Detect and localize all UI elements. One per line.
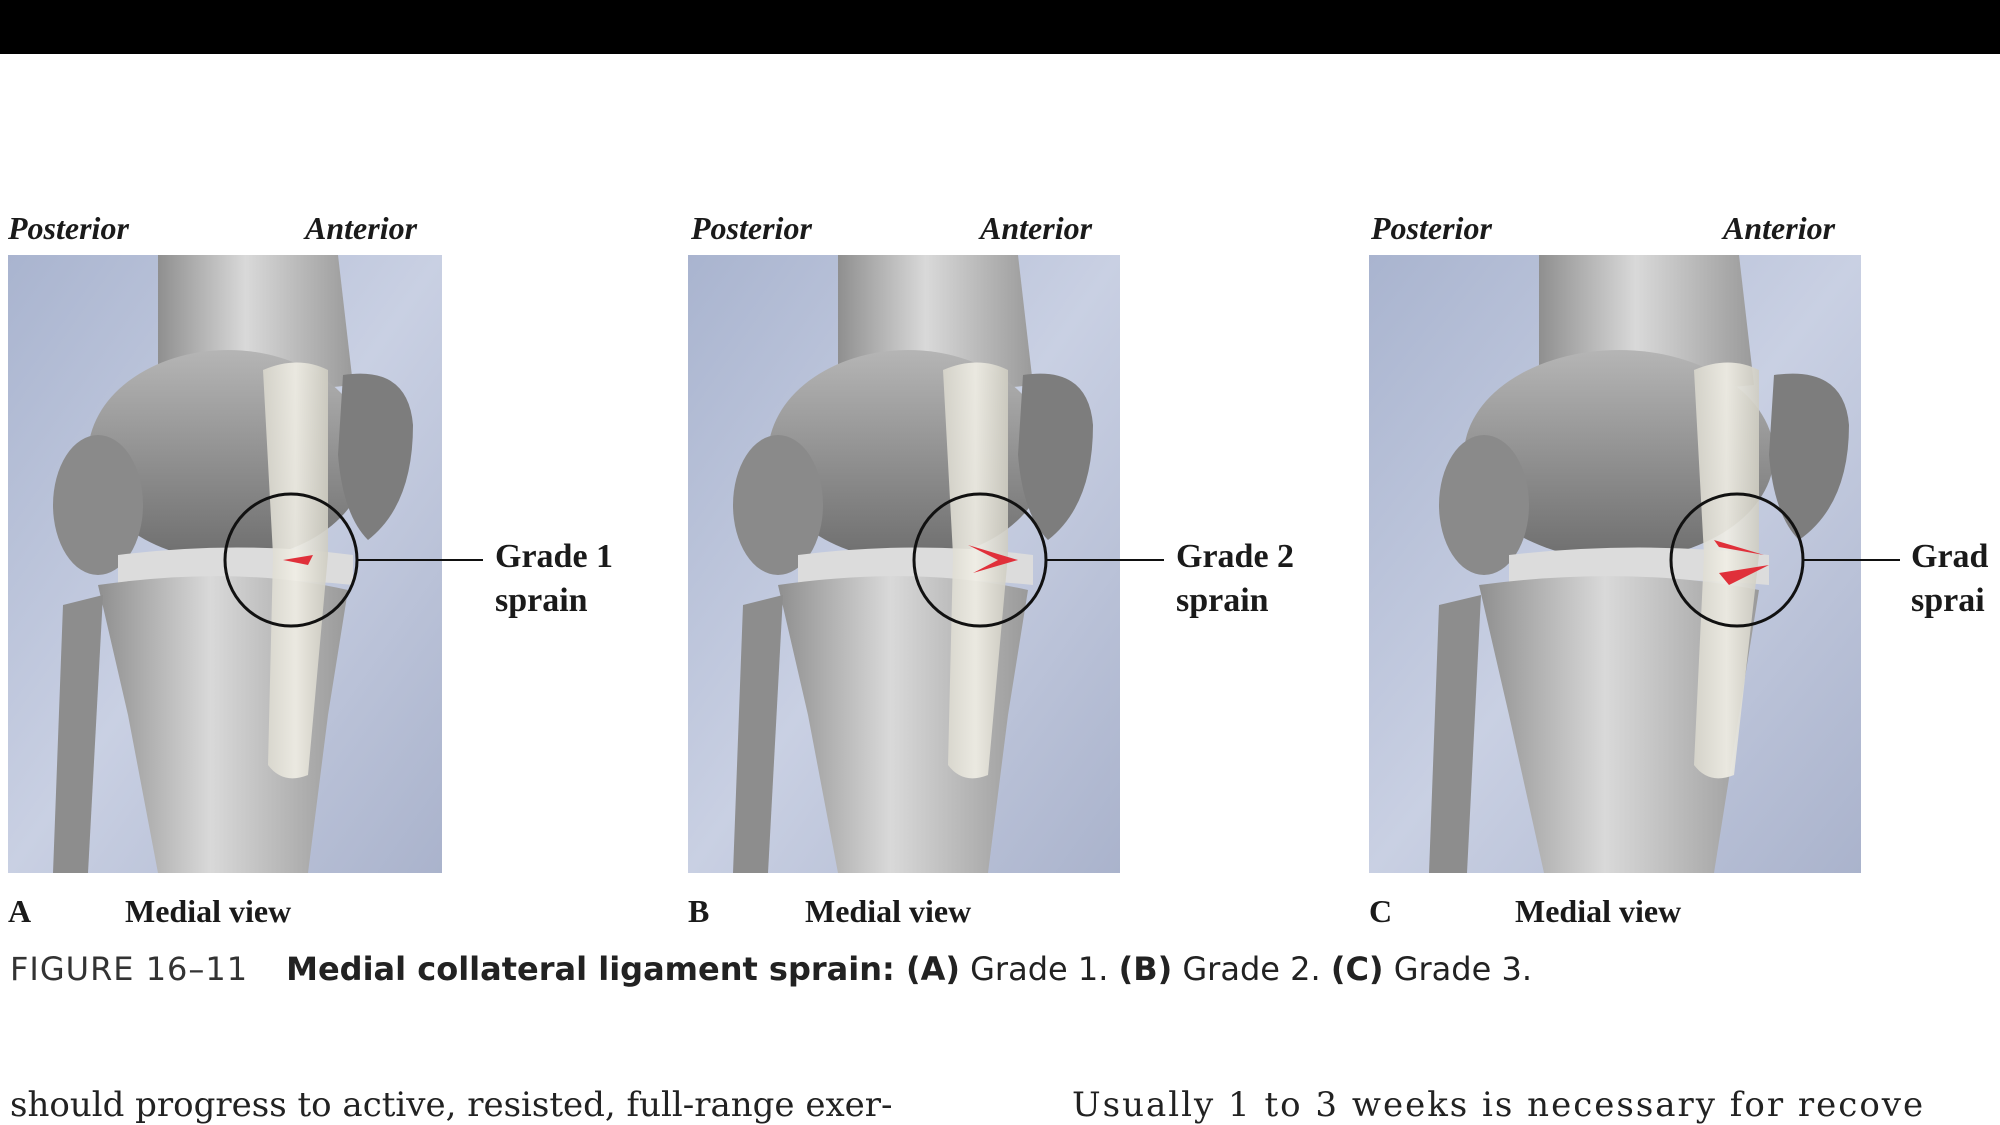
caption-c-text: Grade 3. [1383,950,1532,988]
caption-a-text: Grade 1. [959,950,1119,988]
figure-number: FIGURE 16–11 [10,950,249,988]
grade-label: Grade 2 sprain [1176,535,1294,623]
caption-b-text: Grade 2. [1172,950,1331,988]
grade-label: Grad sprai [1911,535,1988,623]
panel-letter: C [1369,893,1393,929]
view-label: Medial view [125,893,292,929]
grade-line2: sprai [1911,582,1985,619]
panel-grade-2: Posterior Anterior Grade 2 sprain B Medi… [688,210,1328,940]
knee-illustration [1369,255,1900,873]
label-posterior: Posterior [1371,210,1492,246]
caption-intro: Medial collateral ligament sprain: [286,950,906,988]
knee-illustration [688,255,1164,873]
grade-line1: Grade 1 [495,538,614,575]
label-anterior: Anterior [980,210,1093,246]
caption-a-label: (A) [905,950,960,988]
figure-caption: FIGURE 16–11 Medial collateral ligament s… [10,950,1532,988]
view-label: Medial view [805,893,972,929]
grade-label: Grade 1 sprain [495,535,613,623]
caption-b-label: (B) [1118,950,1173,988]
panel-letter: B [688,893,710,929]
label-anterior: Anterior [305,210,418,246]
panel-grade-3: Posterior Anterior Grad sprai C Medial v… [1369,210,2000,940]
label-anterior: Anterior [1723,210,1836,246]
knee-illustration [8,255,483,873]
grade-line2: sprain [495,582,588,619]
body-text-left-column: should progress to active, resisted, ful… [10,1085,893,1125]
label-posterior: Posterior [8,210,129,246]
grade-line1: Grade 2 [1176,538,1295,575]
body-text-right-column: Usually 1 to 3 weeks is necessary for re… [1072,1085,1926,1125]
caption-c-label: (C) [1330,950,1384,988]
top-black-bar [0,0,2000,54]
view-label: Medial view [1515,893,1682,929]
grade-line2: sprain [1176,582,1269,619]
label-posterior: Posterior [691,210,812,246]
panel-letter: A [8,893,32,929]
grade-line1: Grad [1911,538,1989,575]
panel-grade-1: Posterior Anterior Grade 1 sprain A Medi… [8,210,648,940]
